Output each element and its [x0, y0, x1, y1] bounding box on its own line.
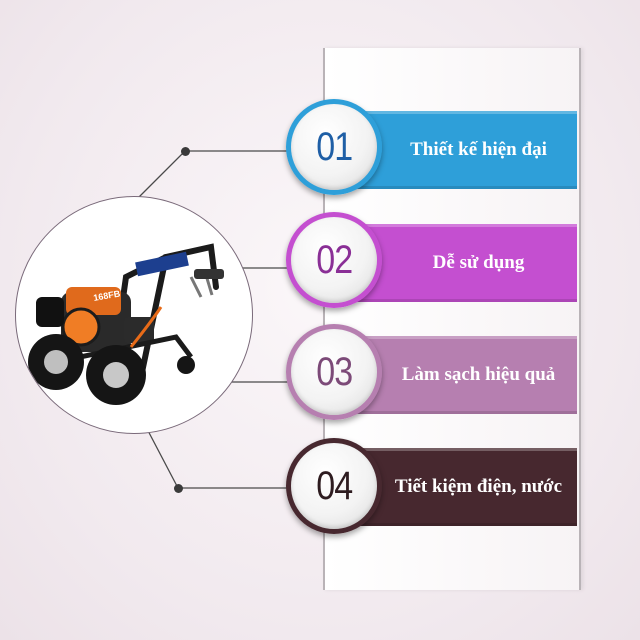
connector-dot-04	[174, 484, 183, 493]
pressure-washer-image: 168FB	[28, 243, 224, 405]
feature-number: 02	[315, 237, 353, 282]
feature-number-circle-01: 01	[286, 99, 382, 195]
feature-number-circle-03: 03	[286, 324, 382, 420]
feature-number: 03	[315, 349, 353, 394]
feature-label: Tiết kiệm điện, nước	[394, 476, 563, 497]
feature-number-circle-02: 02	[286, 212, 382, 308]
connector-dot-01	[181, 147, 190, 156]
feature-label: Dễ sử dụng	[432, 252, 525, 273]
feature-band-01: Thiết kế hiện đại	[340, 111, 577, 189]
feature-label: Làm sạch hiệu quả	[401, 364, 556, 385]
connector-line-04	[144, 424, 300, 489]
feature-number-circle-04: 04	[286, 438, 382, 534]
feature-number: 04	[315, 463, 353, 508]
feature-label: Thiết kế hiện đại	[410, 139, 547, 160]
engine-badge: 168FB	[93, 288, 122, 303]
product-image-circle: 168FB	[15, 196, 253, 434]
feature-number: 01	[315, 124, 353, 169]
feature-band-04: Tiết kiệm điện, nước	[340, 448, 577, 526]
